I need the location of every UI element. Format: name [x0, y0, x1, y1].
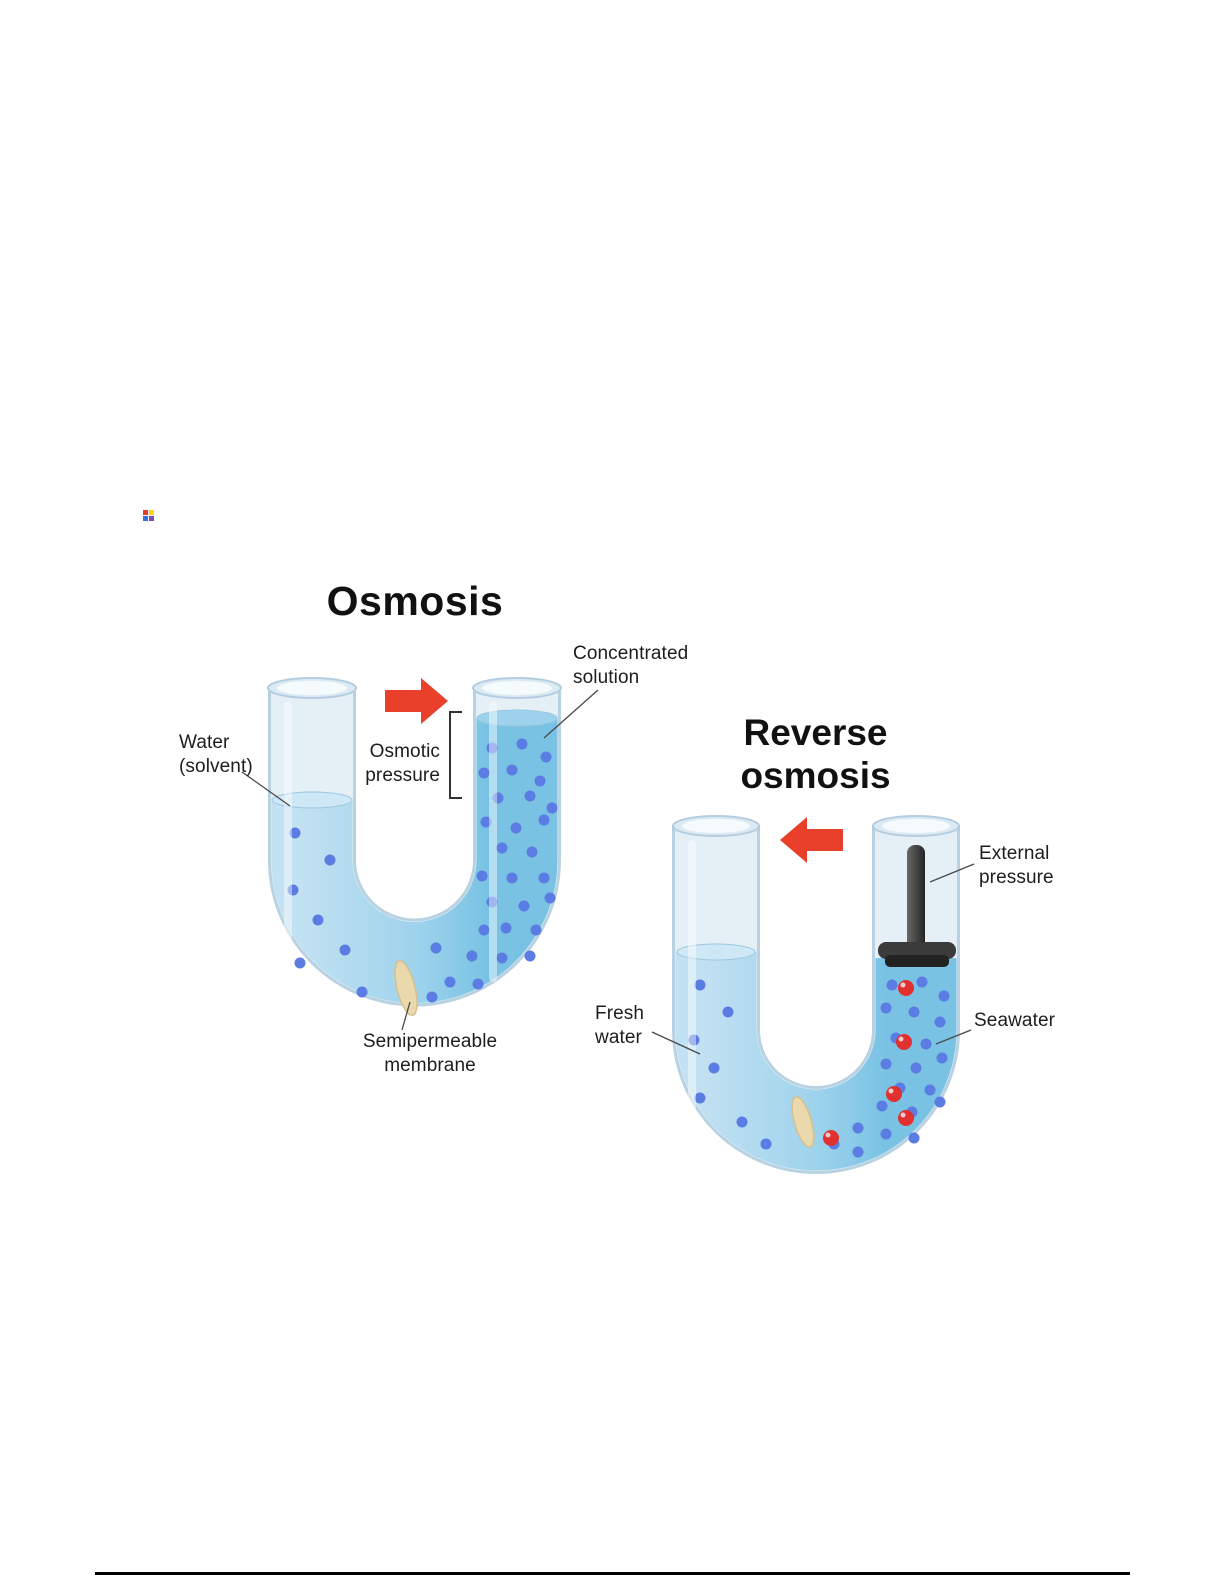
water-solvent-label: Water (solvent) — [179, 732, 253, 778]
concentrated-solution-label: Concentrated solution — [573, 643, 689, 689]
solute-particles-dilute-side — [287, 827, 368, 998]
bullet-red-square — [143, 510, 148, 515]
water-column — [271, 718, 558, 1003]
salt-particles — [823, 980, 914, 1146]
osmotic-pressure-label: Osmotic pressure — [365, 741, 440, 787]
semipermeable-membrane-shape — [394, 959, 418, 1017]
right-arrow-icon — [385, 678, 448, 724]
leader-lines — [241, 689, 975, 1055]
plunger-flange — [878, 942, 956, 959]
osmosis-u-tube — [267, 677, 562, 1017]
bullet-blue-square — [143, 516, 148, 521]
solute-particles-concentrated-side — [426, 738, 558, 1003]
bullet-purple-square — [149, 516, 154, 521]
reverse-osmosis-title: Reverse osmosis — [740, 712, 891, 796]
water-column — [675, 952, 957, 1171]
osmotic-pressure-bracket — [449, 711, 462, 799]
external-pressure-label: External pressure — [979, 843, 1054, 889]
seawater-label: Seawater — [974, 1010, 1056, 1031]
leader-concentrated — [543, 689, 599, 739]
water-surface-left — [271, 791, 353, 809]
plunger — [878, 845, 956, 967]
leader-fresh-water — [651, 1031, 701, 1055]
osmosis-title: Osmosis — [326, 578, 504, 624]
colored-bullet-icon — [143, 510, 154, 521]
leader-seawater — [935, 1029, 972, 1045]
fresh-water-label: Fresh water — [595, 1003, 645, 1049]
left-arrow-icon — [780, 817, 843, 863]
glass-highlight — [489, 702, 497, 982]
leader-water-solvent — [241, 771, 291, 807]
tube-rim-left-inner — [277, 681, 347, 695]
tube-rim-right-inner — [882, 819, 950, 833]
glass-highlight — [284, 702, 292, 982]
tube-rim-left-inner — [682, 819, 750, 833]
water-surface-right — [476, 709, 558, 727]
glass-highlight — [688, 840, 696, 1130]
plunger-seal — [885, 955, 949, 967]
leader-external-pressure — [929, 863, 975, 883]
reverse-osmosis-u-tube — [672, 815, 960, 1174]
fresh-water-surface — [676, 943, 756, 961]
bullet-yellow-square — [149, 510, 154, 515]
plunger-rod — [907, 845, 925, 955]
tube-rim-right-inner — [482, 681, 552, 695]
semipermeable-membrane-label: Semipermeable membrane — [362, 1031, 498, 1077]
semipermeable-membrane-shape — [791, 1096, 815, 1148]
fresh-water-particles — [688, 979, 772, 1150]
leader-membrane — [401, 1001, 411, 1031]
footer-rule — [95, 1572, 1130, 1575]
